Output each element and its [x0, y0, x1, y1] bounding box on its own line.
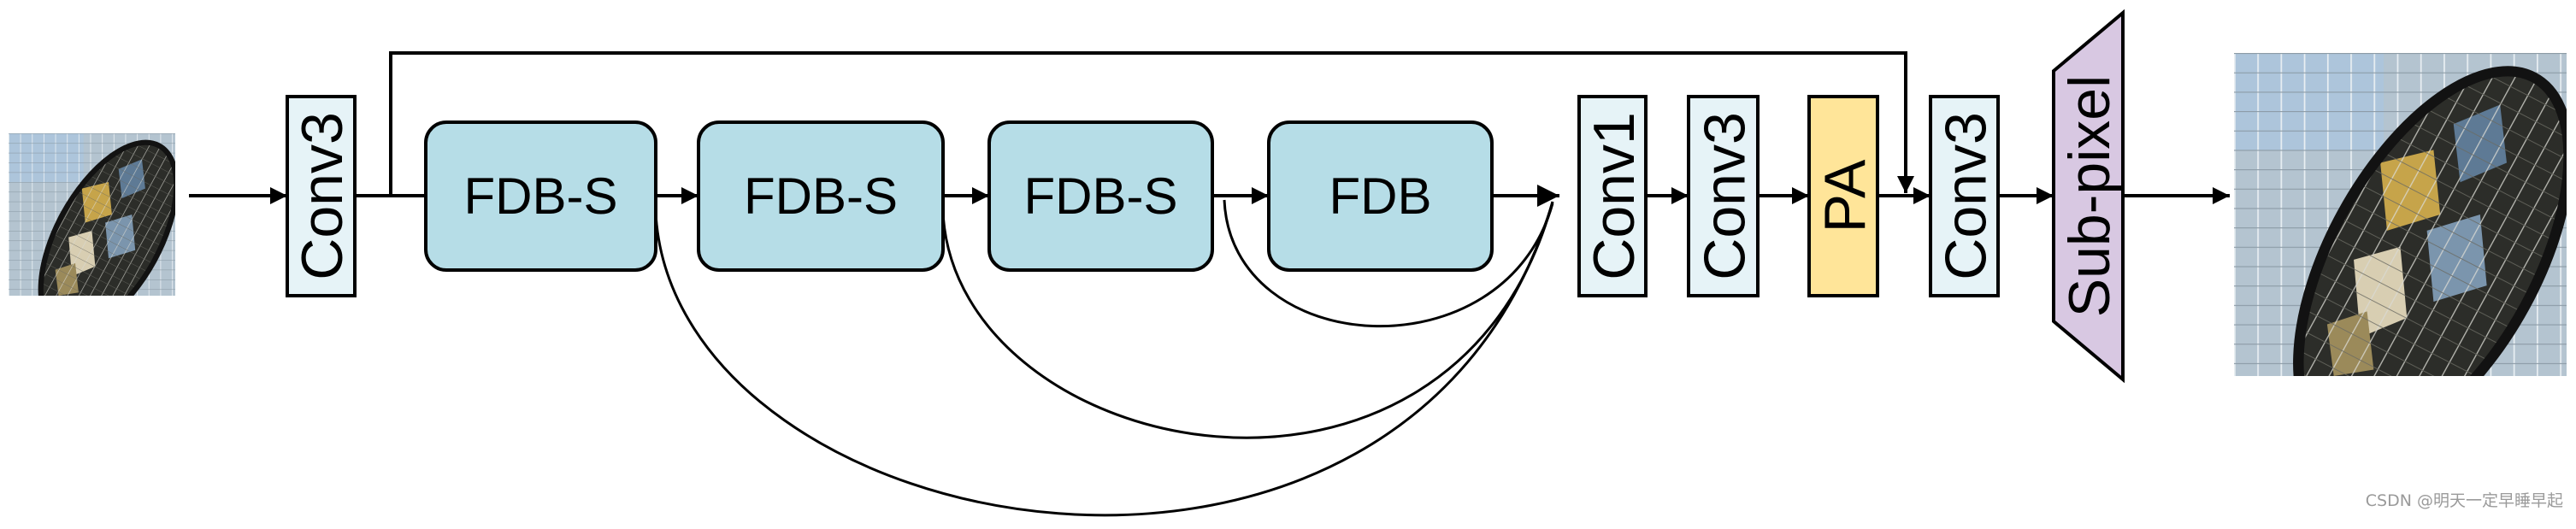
fdb-s-block-3: FDB-S: [987, 120, 1214, 272]
conv3-block-input: Conv3: [286, 95, 357, 297]
fdb-label: FDB: [1329, 168, 1432, 225]
conv1-label: Conv1: [1582, 112, 1647, 280]
input-image: [9, 122, 204, 353]
conv3-block-mid: Conv3: [1687, 95, 1760, 297]
pa-box: [1807, 95, 1879, 297]
fdb-s-label: FDB-S: [1024, 168, 1178, 225]
curve-fdb-s-2-to-concat: [941, 201, 1554, 439]
watermark-text: CSDN @明天一定早睡早起: [2366, 491, 2563, 510]
fdb-s-label: FDB-S: [464, 168, 618, 225]
output-image: [2234, 30, 2576, 489]
conv1-block: Conv1: [1577, 95, 1648, 297]
pa-block: PA: [1807, 95, 1879, 297]
global-skip-connection: [389, 51, 1914, 196]
conv3-label: Conv3: [290, 112, 355, 280]
fdb-s-label: FDB-S: [744, 168, 898, 225]
pa-label: PA: [1813, 159, 1877, 232]
fdb-s-block-2: FDB-S: [697, 120, 945, 272]
curve-fdb-s-1-to-concat: [654, 201, 1554, 517]
conv1-box: [1577, 95, 1648, 297]
subpixel-label: Sub-pixel: [2057, 75, 2122, 318]
conv3-label: Conv3: [1693, 112, 1758, 280]
conv3-block-output: Conv3: [1929, 95, 2000, 297]
conv3-label: Conv3: [1934, 112, 1999, 280]
conv3-box: [1687, 95, 1760, 297]
fdb-block: FDB: [1267, 120, 1494, 272]
curve-fdb-s-3-to-concat: [1223, 199, 1554, 328]
subpixel-trapezoid: [2052, 9, 2125, 384]
subpixel-block: Sub-pixel: [2052, 9, 2125, 384]
fdb-s-block-1: FDB-S: [424, 120, 657, 272]
